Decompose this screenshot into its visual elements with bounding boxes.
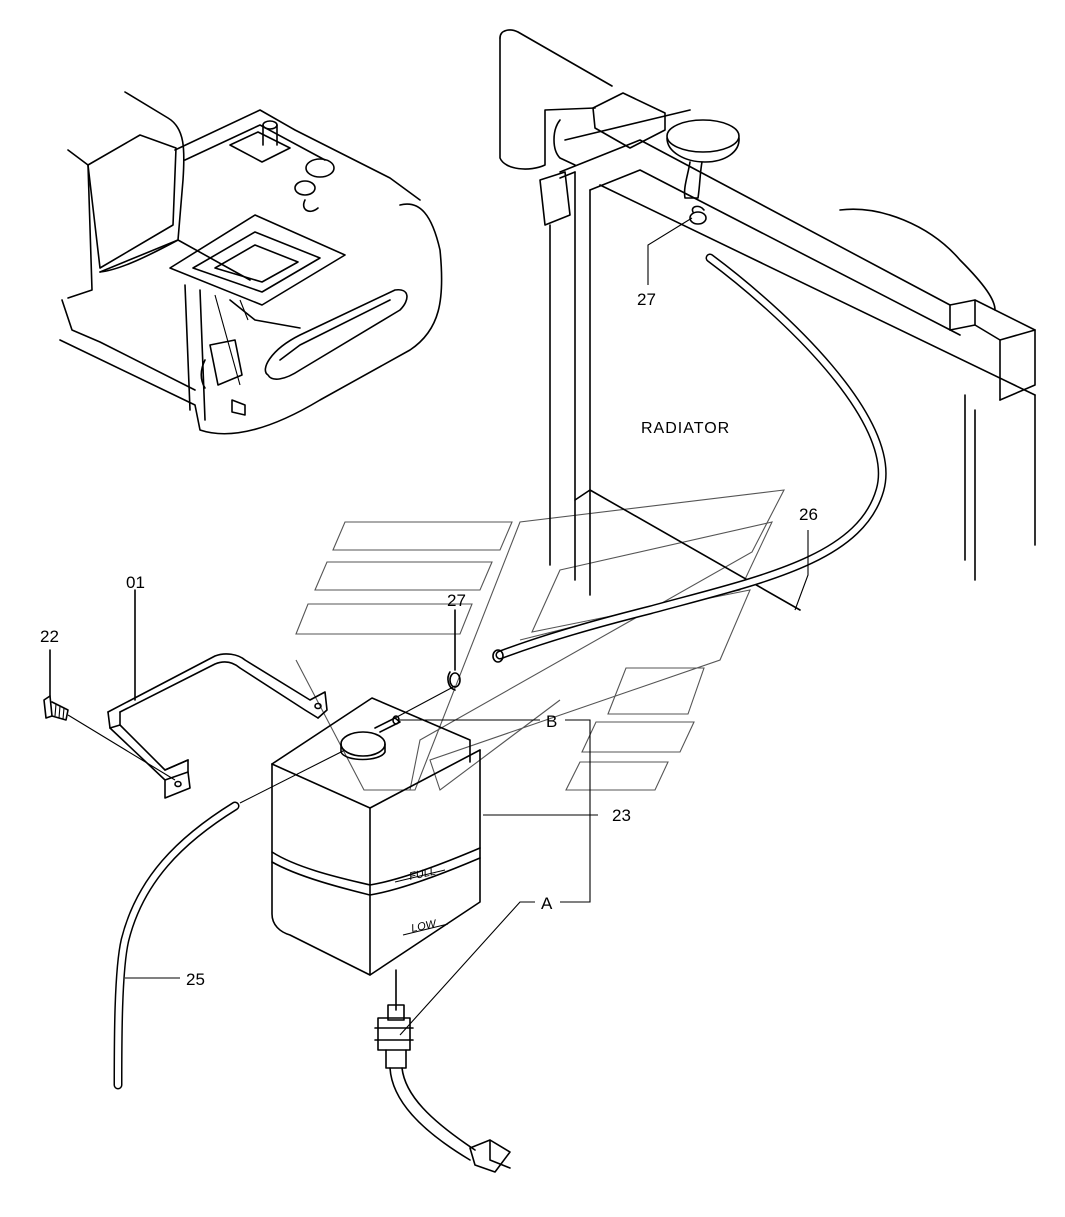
label-23: 23	[612, 806, 631, 825]
tank-full-label: FULL	[408, 866, 437, 883]
leader-lines	[125, 217, 809, 1036]
tank-low-label: LOW	[410, 918, 439, 935]
bolt-22	[43, 649, 176, 781]
label-b: B	[546, 712, 557, 731]
clamp-27	[394, 609, 461, 719]
label-22: 22	[40, 627, 59, 646]
reserve-tank: FULL LOW	[271, 697, 481, 976]
label-27-mid: 27	[447, 591, 466, 610]
label-01: 01	[126, 573, 145, 592]
bracket-01	[107, 589, 328, 799]
hose-26	[492, 253, 887, 663]
label-25: 25	[186, 970, 205, 989]
machine-inset	[59, 91, 443, 435]
label-a: A	[541, 894, 553, 913]
label-27-top: 27	[637, 290, 656, 309]
hose-25	[113, 749, 346, 1090]
radiator-label: RADIATOR	[641, 420, 730, 437]
radiator	[499, 29, 1036, 611]
label-26: 26	[799, 505, 818, 524]
level-sensor	[374, 969, 511, 1173]
